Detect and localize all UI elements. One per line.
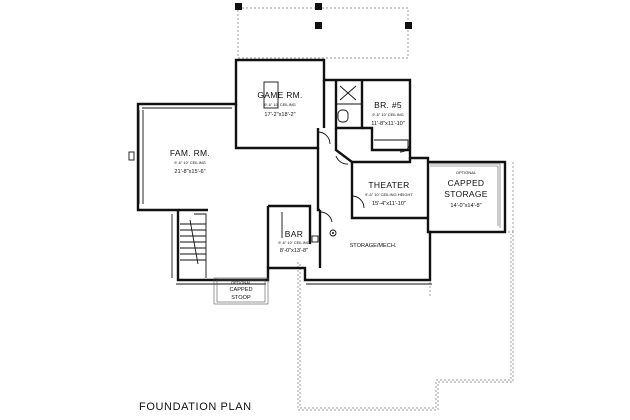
bedroom-ceiling: 9'-6" 10' CEILING xyxy=(372,112,403,117)
stoop-name-2: STOOP xyxy=(231,295,251,301)
bar-ceiling: 9'-6" 10' CEILING xyxy=(278,240,309,245)
fixtures xyxy=(128,151,337,237)
slab-outline xyxy=(297,160,514,411)
family-room-ceiling: 9'-6" 10' CEILING xyxy=(174,160,205,165)
stoop-name-1: CAPPED xyxy=(229,287,252,293)
game-table xyxy=(263,81,279,109)
room-labels: GAME RM. 9'-6" 10' CEILING 17'-2"x18'-2"… xyxy=(170,90,488,301)
bar-name: BAR xyxy=(285,229,303,239)
interior-walls xyxy=(138,80,428,278)
storage-mech-name: STORAGE/MECH. xyxy=(350,243,397,249)
bar-dims: 8'-0"x13'-8" xyxy=(280,248,308,254)
storage-optional: OPTIONAL xyxy=(456,170,477,175)
theater-dims: 15'-4"x11'-10" xyxy=(372,201,406,207)
storage-dims: 14'-0"x14'-8" xyxy=(450,203,481,209)
storage-name-2: STORAGE xyxy=(444,189,488,199)
family-room-dims: 21'-8"x15'-6" xyxy=(174,169,205,175)
game-room-ceiling: 9'-6" 10' CEILING xyxy=(264,102,295,107)
game-room-name: GAME RM. xyxy=(257,90,302,100)
porch-outline xyxy=(235,3,412,59)
storage-name-1: CAPPED xyxy=(448,178,485,188)
capped-stoop xyxy=(213,277,269,305)
bedroom-dims: 11'-8"x11'-10" xyxy=(371,121,405,127)
bedroom-name: BR. #5 xyxy=(374,100,402,110)
stoop-optional: OPTIONAL xyxy=(231,280,252,285)
game-room-dims: 17'-2"x18'-2" xyxy=(264,112,295,118)
plan-title: FOUNDATION PLAN xyxy=(139,401,252,413)
capped-storage-walls xyxy=(428,160,507,234)
theater-name: THEATER xyxy=(368,180,409,190)
theater-ceiling: 9'-6" 10' CEILING HEIGHT xyxy=(365,192,413,197)
family-room-name: FAM. RM. xyxy=(170,148,210,158)
